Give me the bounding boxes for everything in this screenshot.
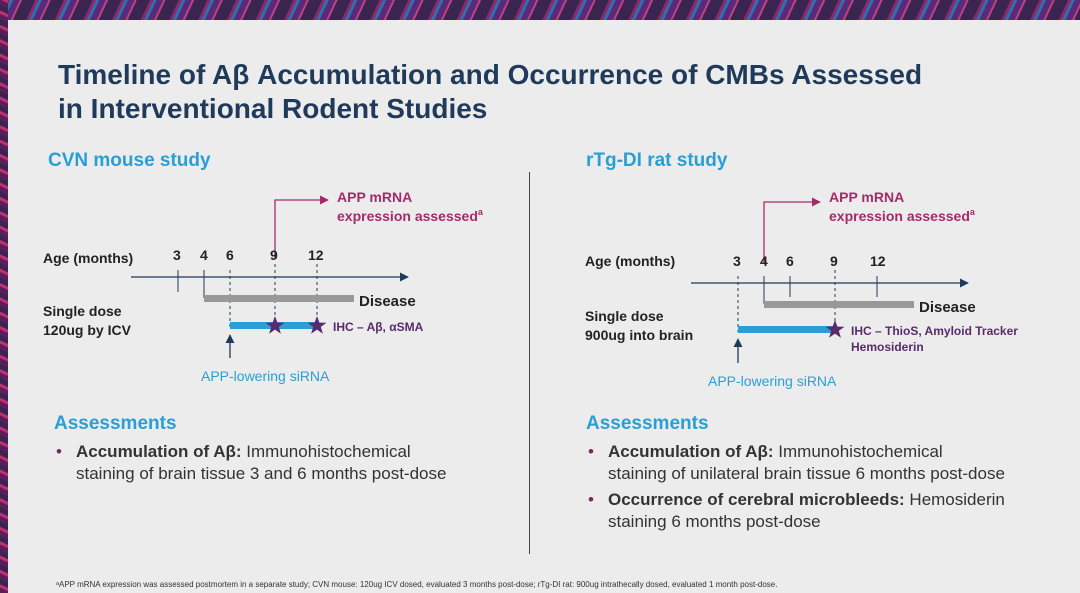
dose-label-line1: Single dose bbox=[585, 308, 664, 324]
sirna-label: APP-lowering siRNA bbox=[708, 373, 837, 389]
ihc-label-line1: IHC – ThioS, Amyloid Tracker bbox=[851, 324, 1018, 338]
tick-label: 9 bbox=[270, 247, 278, 263]
slide-title: Timeline of Aβ Accumulation and Occurren… bbox=[58, 59, 923, 124]
star-icon bbox=[825, 320, 845, 338]
right-assessments-heading: Assessments bbox=[586, 413, 709, 434]
dose-label-line1: Single dose bbox=[43, 303, 122, 319]
list-item: •Accumulation of Aβ: Immunohistochemical… bbox=[56, 442, 447, 483]
bullet-text: Hemosiderin staining 6 months post-dose bbox=[608, 490, 1005, 531]
mrna-callout-arrow bbox=[274, 195, 329, 258]
slide-canvas: Timeline of Aβ Accumulation and Occurren… bbox=[8, 20, 1080, 593]
tick-label: 12 bbox=[308, 247, 324, 263]
tick-label: 3 bbox=[173, 247, 181, 263]
tick-label: 4 bbox=[760, 253, 768, 269]
dose-label-line2: 120ug by ICV bbox=[43, 322, 132, 338]
left-assessments-list: •Accumulation of Aβ: Immunohistochemical… bbox=[54, 441, 454, 487]
dose-label-line2: 900ug into brain bbox=[585, 327, 693, 343]
list-item: •Occurrence of cerebral microbleeds: Hem… bbox=[588, 490, 1005, 531]
disease-label: Disease bbox=[919, 299, 976, 316]
bullet-text: Immunohistochemical staining of unilater… bbox=[608, 442, 1005, 483]
tick-label: 9 bbox=[830, 253, 838, 269]
disease-label: Disease bbox=[359, 293, 416, 310]
right-assessments-list: •Accumulation of Aβ: Immunohistochemical… bbox=[586, 441, 1006, 535]
bullet-bold: Accumulation of Aβ: bbox=[608, 442, 774, 461]
bullet-bold: Occurrence of cerebral microbleeds: bbox=[608, 490, 905, 509]
tick-label: 4 bbox=[200, 247, 208, 263]
age-label: Age (months) bbox=[43, 250, 133, 266]
ihc-label-line2: Hemosiderin bbox=[851, 340, 924, 354]
column-divider bbox=[529, 172, 530, 554]
mrna-label-line2: expression assesseda bbox=[337, 207, 484, 224]
tick-label: 6 bbox=[226, 247, 234, 263]
tick-label: 12 bbox=[870, 253, 886, 269]
treatment-bar bbox=[738, 326, 835, 333]
mrna-label-line2: expression assesseda bbox=[829, 207, 976, 224]
disease-bar bbox=[764, 301, 914, 308]
sirna-label: APP-lowering siRNA bbox=[201, 368, 330, 384]
decorative-left-stripe bbox=[0, 0, 8, 593]
star-icon bbox=[307, 316, 327, 334]
mrna-label-line1: APP mRNA bbox=[337, 189, 412, 205]
left-timeline: APP mRNA expression assesseda Age (month… bbox=[43, 189, 484, 384]
star-icon bbox=[265, 316, 285, 334]
disease-bar bbox=[204, 295, 354, 302]
bullet-text: Immunohistochemical staining of brain ti… bbox=[76, 442, 447, 483]
mrna-callout-arrow bbox=[763, 197, 821, 263]
age-label: Age (months) bbox=[585, 253, 675, 269]
right-timeline: APP mRNA expression assesseda Age (month… bbox=[585, 189, 1018, 389]
mrna-label-line1: APP mRNA bbox=[829, 189, 904, 205]
left-assessments-heading: Assessments bbox=[54, 413, 177, 434]
tick-label: 3 bbox=[733, 253, 741, 269]
ihc-label: IHC – Aβ, αSMA bbox=[333, 320, 424, 334]
left-study-title: CVN mouse study bbox=[48, 150, 211, 171]
right-study-title: rTg-DI rat study bbox=[586, 150, 728, 171]
tick-label: 6 bbox=[786, 253, 794, 269]
list-item: •Accumulation of Aβ: Immunohistochemical… bbox=[588, 442, 1005, 483]
decorative-top-stripe bbox=[0, 0, 1080, 22]
footnote: ᵃAPP mRNA expression was assessed postmo… bbox=[56, 580, 778, 589]
bullet-bold: Accumulation of Aβ: bbox=[76, 442, 242, 461]
